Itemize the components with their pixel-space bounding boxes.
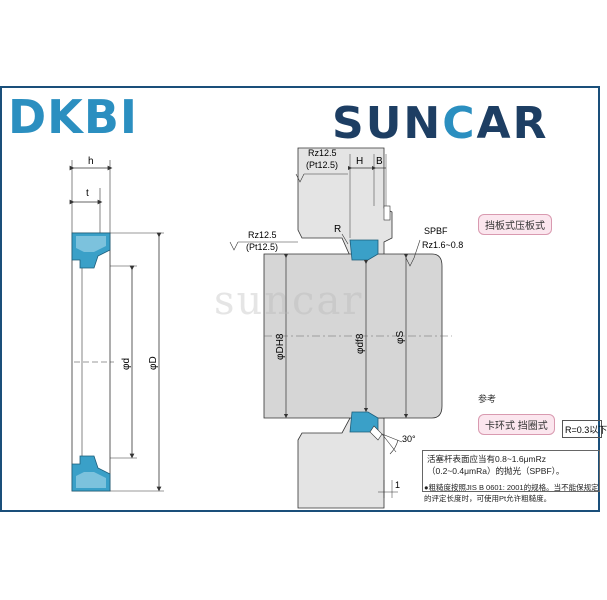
seal-drawings: h t φd φD [69, 147, 463, 509]
pt-left: (Pt12.5) [246, 242, 278, 252]
roughness-note: ●粗糙度按照JIS B 0601: 2001的规格。当不能保规定的评定长度时，可… [424, 483, 599, 503]
dim-B: B [376, 156, 383, 167]
rz-spbf: Rz1.6~0.8 [422, 240, 463, 250]
dim-H: H [356, 156, 363, 167]
r-condition-box: R=0.3以下 [562, 420, 607, 438]
rz-left: Rz12.5 [248, 230, 277, 240]
suncar-logo-ar: AR [476, 98, 549, 149]
dim-S: φS [395, 331, 406, 344]
label-spbf: SPBF [424, 226, 448, 236]
dim-D: φD [148, 356, 159, 370]
rz-top: Rz12.5 [308, 148, 337, 158]
dim-df8: φdf8 [355, 333, 366, 354]
dim-DH8: φDH8 [275, 333, 286, 360]
label-R: R [334, 224, 341, 235]
plate-type-tag: 挡板式压板式 [478, 214, 552, 235]
dim-d: φd [121, 358, 132, 370]
left-seal-drawing: h t φd φD [69, 156, 164, 492]
watermark: suncar [214, 278, 364, 324]
dim-t: t [86, 188, 89, 199]
ref-label: 参考 [478, 394, 497, 404]
dim-h: h [88, 156, 94, 167]
right-assembly-drawing: H B Rz12.5 (Pt12.5) Rz12.5 (Pt12.5) R SP… [229, 147, 463, 509]
dkbi-logo: DKBI [8, 90, 139, 144]
surface-note: 活塞杆表面应当有0.8~1.6μmRz（0.2~0.4μmRa）的抛光（SPBF… [422, 450, 600, 492]
dim-1: 1 [395, 480, 400, 490]
suncar-logo-sun: SUN [332, 98, 443, 149]
angle-30: 30° [402, 434, 416, 444]
suncar-logo: SUNCAR [332, 98, 548, 149]
suncar-logo-c: C [442, 98, 477, 149]
snap-type-tag: 卡环式 挡圈式 [478, 414, 555, 435]
pt-top: (Pt12.5) [306, 160, 338, 170]
diagram-frame: DKBI SUNCAR h t [0, 86, 607, 512]
